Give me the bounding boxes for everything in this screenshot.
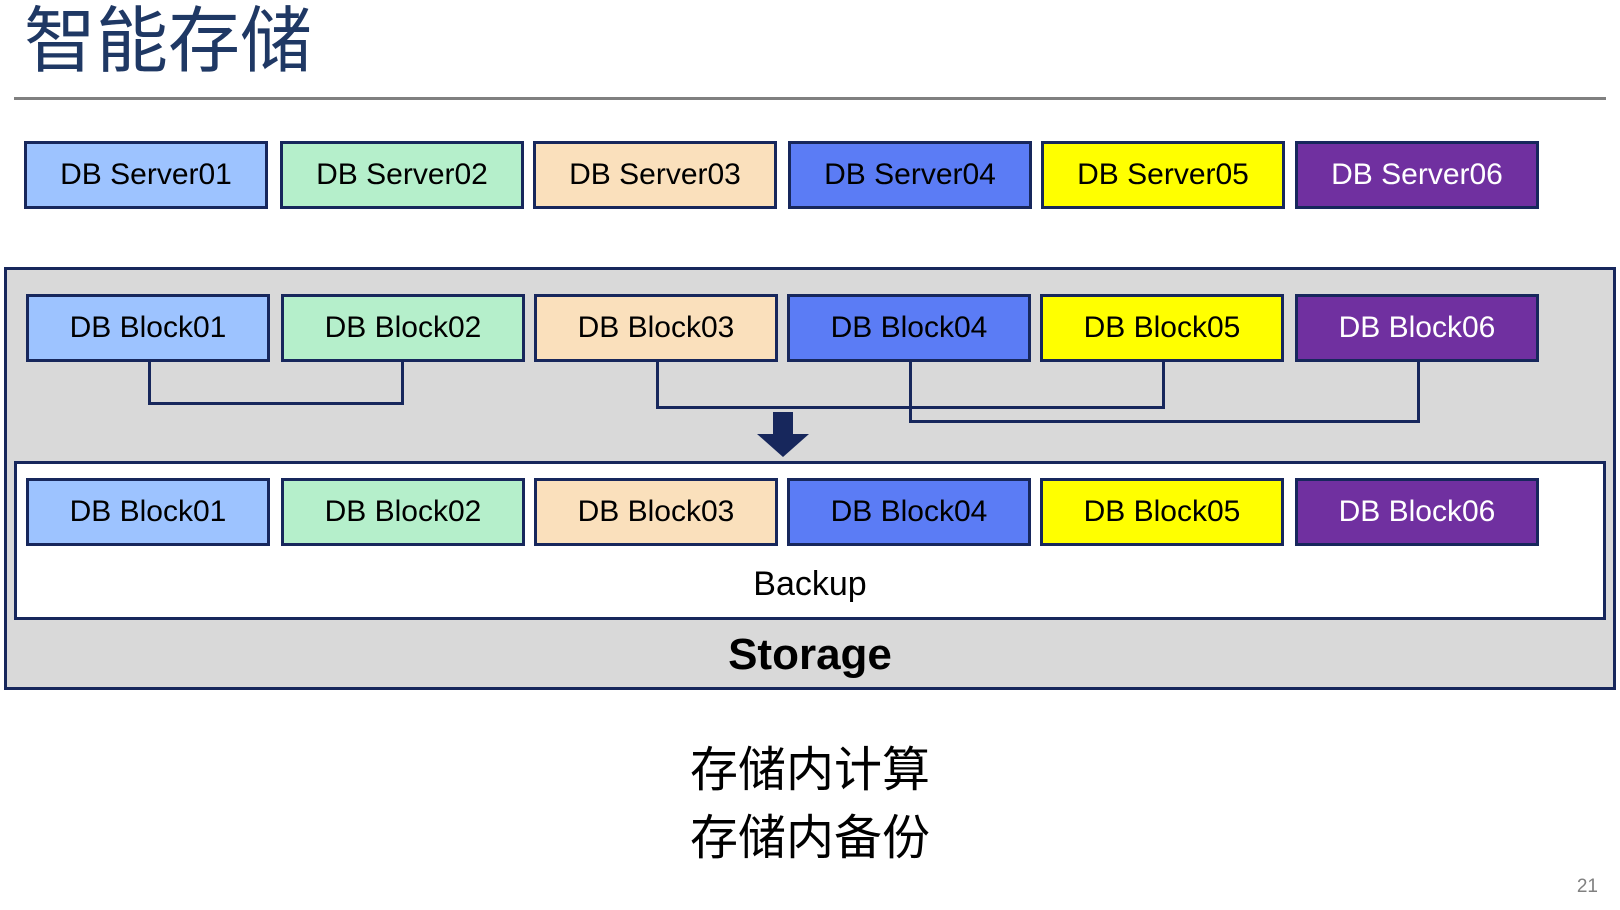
- caption-line-2: 存储内备份: [689, 812, 930, 866]
- page-number: 21: [1576, 876, 1598, 897]
- db-block-box-6[interactable]: DB Block06: [1295, 294, 1539, 362]
- db-block-box-label: DB Block01: [69, 311, 227, 344]
- db-block-box-label: DB Block04: [830, 311, 988, 344]
- db-block-box-2[interactable]: DB Block02: [281, 294, 525, 362]
- backup-block-box-label: DB Block03: [577, 495, 735, 528]
- db-block-box-4[interactable]: DB Block04: [787, 294, 1031, 362]
- backup-block-box-5[interactable]: DB Block05: [1040, 478, 1284, 546]
- db-server-box-4[interactable]: DB Server04: [788, 141, 1032, 209]
- bracket-block01-block02-bar: [148, 402, 404, 405]
- down-arrow-icon: [757, 412, 809, 457]
- backup-block-box-4[interactable]: DB Block04: [787, 478, 1031, 546]
- db-block-box-label: DB Block02: [324, 311, 482, 344]
- storage-label: Storage: [728, 630, 892, 679]
- backup-block-box-6[interactable]: DB Block06: [1295, 478, 1539, 546]
- db-block-box-1[interactable]: DB Block01: [26, 294, 270, 362]
- backup-block-box-label: DB Block05: [1083, 495, 1241, 528]
- bracket-block01-block02-right-stem: [401, 362, 404, 402]
- backup-block-box-2[interactable]: DB Block02: [281, 478, 525, 546]
- db-server-box-6[interactable]: DB Server06: [1295, 141, 1539, 209]
- page-title: 智能存储: [24, 2, 313, 82]
- backup-block-box-label: DB Block06: [1338, 495, 1496, 528]
- db-server-box-5[interactable]: DB Server05: [1041, 141, 1285, 209]
- db-server-box-label: DB Server05: [1077, 158, 1249, 191]
- db-block-box-label: DB Block05: [1083, 311, 1241, 344]
- db-server-box-2[interactable]: DB Server02: [280, 141, 524, 209]
- db-server-box-label: DB Server01: [60, 158, 232, 191]
- bracket-block01-block02-left-stem: [148, 362, 151, 402]
- db-block-box-3[interactable]: DB Block03: [534, 294, 778, 362]
- backup-block-box-3[interactable]: DB Block03: [534, 478, 778, 546]
- bracket-block03-block05-left-stem: [656, 362, 659, 406]
- backup-block-box-label: DB Block02: [324, 495, 482, 528]
- bracket-block03-block05-right-stem: [1162, 362, 1165, 406]
- db-server-box-label: DB Server06: [1331, 158, 1503, 191]
- bracket-block04-block06-right-stem: [1417, 362, 1420, 420]
- bracket-block04-block06-bar: [909, 420, 1420, 423]
- db-server-box-1[interactable]: DB Server01: [24, 141, 268, 209]
- backup-block-box-label: DB Block04: [830, 495, 988, 528]
- backup-label: Backup: [753, 565, 867, 603]
- db-server-box-3[interactable]: DB Server03: [533, 141, 777, 209]
- db-block-box-label: DB Block06: [1338, 311, 1496, 344]
- db-block-box-label: DB Block03: [577, 311, 735, 344]
- db-block-box-5[interactable]: DB Block05: [1040, 294, 1284, 362]
- db-server-box-label: DB Server04: [824, 158, 996, 191]
- db-server-box-label: DB Server03: [569, 158, 741, 191]
- backup-block-box-label: DB Block01: [69, 495, 227, 528]
- bracket-block04-block06-left-stem: [909, 362, 912, 420]
- backup-block-box-1[interactable]: DB Block01: [26, 478, 270, 546]
- db-server-box-label: DB Server02: [316, 158, 488, 191]
- title-divider: [14, 97, 1606, 100]
- caption-block: 存储内计算存储内备份: [0, 737, 1620, 873]
- caption-line-1: 存储内计算: [689, 744, 930, 797]
